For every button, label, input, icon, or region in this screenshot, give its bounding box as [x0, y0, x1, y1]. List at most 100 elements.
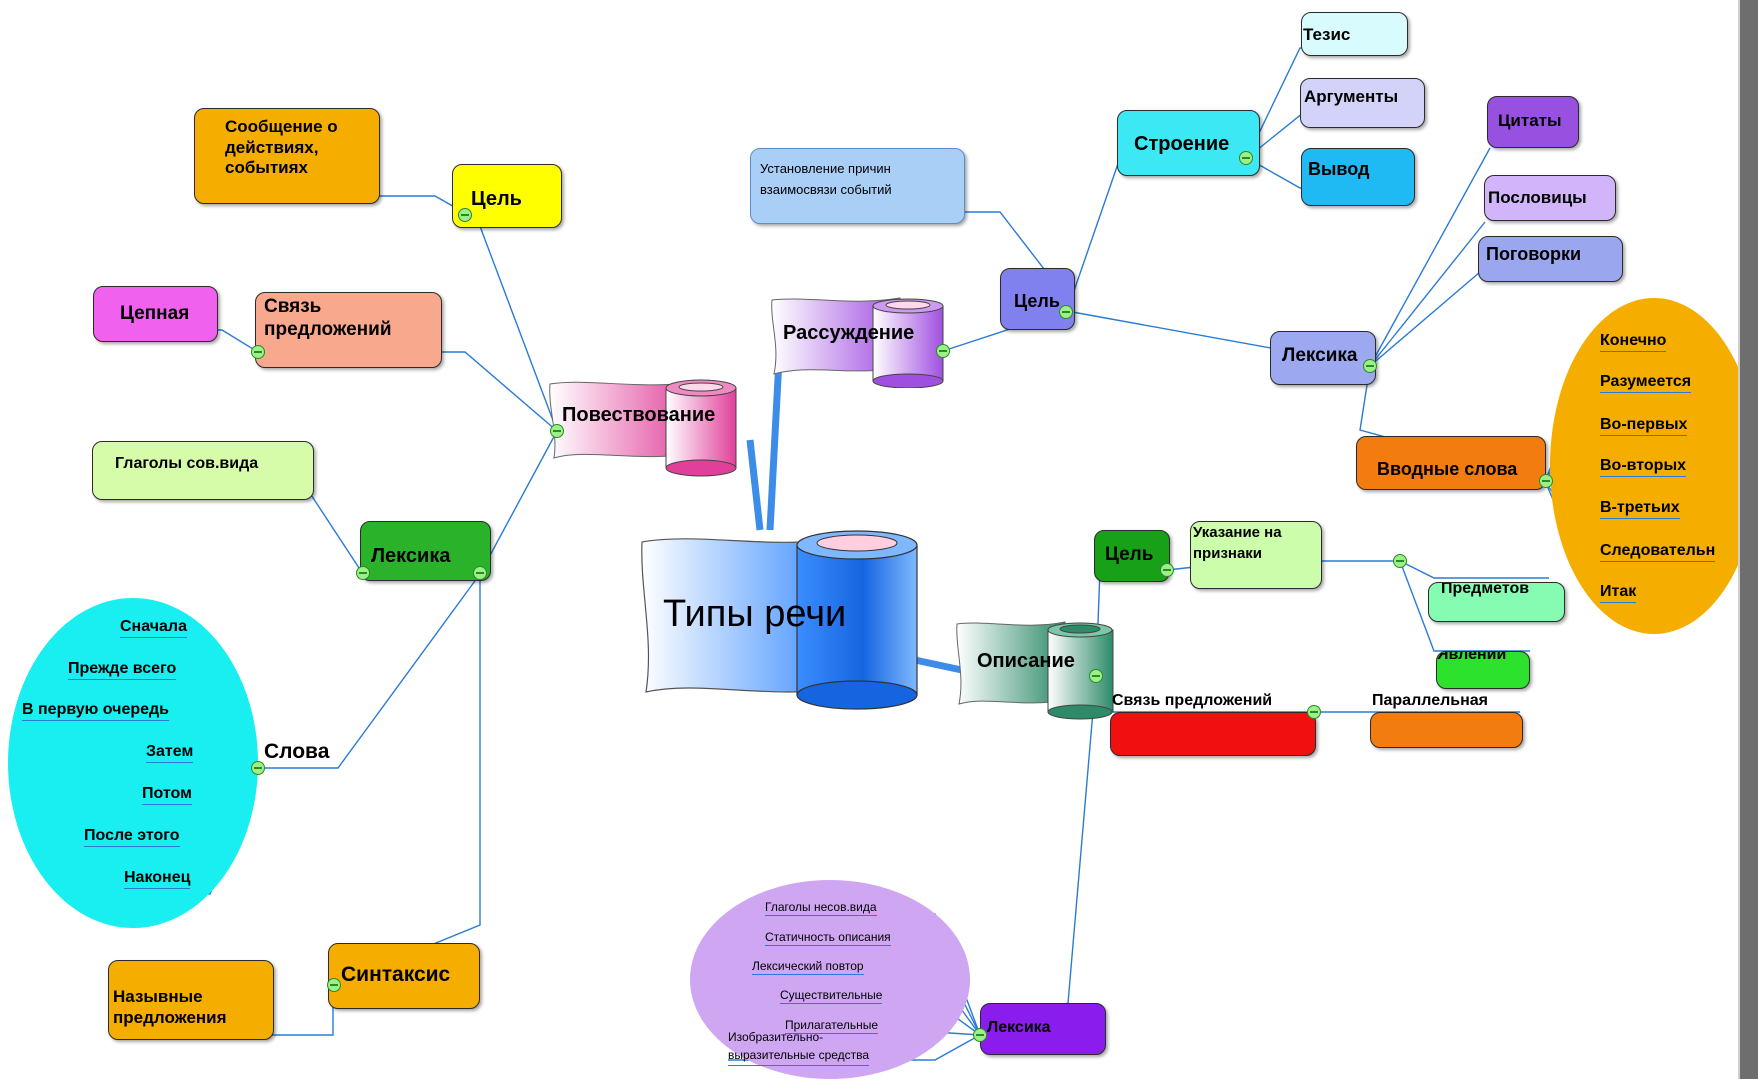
intro-words-label: Вводные слова: [1377, 459, 1518, 479]
phenomena-node[interactable]: Явлений: [1436, 651, 1530, 689]
description-link-label: Связь предложений: [1112, 692, 1273, 709]
nominal-node[interactable]: Назывные предложения: [108, 960, 274, 1040]
intro-word-item[interactable]: Конечно: [1600, 332, 1667, 352]
description-lexis-node[interactable]: Лексика: [980, 1003, 1106, 1055]
narration-lexis-label: Лексика: [371, 545, 451, 567]
syntax-label: Синтаксис: [341, 963, 451, 986]
word-item[interactable]: Наконец: [124, 869, 191, 889]
word-item[interactable]: Потом: [142, 785, 192, 805]
sayings-label: Поговорки: [1486, 244, 1582, 264]
narration-link-node[interactable]: Связь предложений: [255, 292, 442, 368]
parallel-label: Параллельная: [1372, 692, 1488, 709]
desc-lexis-item[interactable]: Статичность описания: [765, 930, 891, 946]
intro-word-item[interactable]: Следовательн: [1600, 542, 1716, 562]
verbs-node[interactable]: Глаголы сов.вида: [92, 441, 314, 500]
collapse-knob-icon[interactable]: [550, 424, 564, 438]
narration-goal-label: Цель: [471, 188, 522, 210]
reasoning-lexis-label: Лексика: [1282, 345, 1358, 366]
narration-label[interactable]: Повествование: [562, 404, 716, 426]
collapse-knob-icon[interactable]: [327, 978, 341, 992]
desc-lexis-item[interactable]: Изобразительно- выразительные средства: [728, 1028, 870, 1066]
collapse-knob-icon[interactable]: [1089, 669, 1103, 683]
word-item[interactable]: В первую очередь: [22, 701, 170, 721]
parallel-node[interactable]: [1370, 712, 1523, 748]
collapse-knob-icon[interactable]: [356, 566, 370, 580]
chain-node[interactable]: Цепная: [93, 286, 218, 342]
word-item[interactable]: Прежде всего: [68, 660, 177, 680]
collapse-knob-icon[interactable]: [1059, 305, 1073, 319]
conclusion-label: Вывод: [1308, 159, 1370, 179]
narration-link-label: Связь предложений: [264, 296, 392, 341]
narration-goal-text-node[interactable]: Сообщение о действиях, событиях: [194, 108, 380, 204]
collapse-knob-icon[interactable]: [973, 1028, 987, 1042]
quotes-label: Цитаты: [1498, 111, 1562, 130]
nominal-label: Назывные предложения: [113, 987, 227, 1027]
structure-node[interactable]: Строение: [1117, 110, 1260, 176]
phenomena-label: Явлений: [1437, 651, 1507, 663]
intro-words-node[interactable]: Вводные слова: [1356, 436, 1546, 490]
collapse-knob-icon[interactable]: [1239, 151, 1253, 165]
collapse-knob-icon[interactable]: [1363, 359, 1377, 373]
description-goal-label: Цель: [1105, 544, 1154, 565]
collapse-knob-icon[interactable]: [1307, 705, 1321, 719]
structure-label: Строение: [1134, 133, 1230, 155]
narration-hub-shape: [549, 379, 737, 477]
desc-lexis-item[interactable]: Лексический повтор: [752, 959, 864, 975]
description-lexis-ellipse: [690, 880, 970, 1079]
reasoning-hub-shape: [771, 297, 944, 388]
collapse-knob-icon[interactable]: [1539, 474, 1553, 488]
reasoning-lexis-node[interactable]: Лексика: [1270, 331, 1376, 385]
desc-lexis-item[interactable]: Прилагательные: [785, 1018, 879, 1034]
objects-node[interactable]: Предметов: [1428, 582, 1565, 622]
words-label[interactable]: Слова: [264, 740, 330, 763]
reasoning-goal-text: Установление причин взаимосвязи событий: [760, 161, 892, 197]
reasoning-goal-node[interactable]: Цель: [1000, 268, 1075, 330]
collapse-knob-icon[interactable]: [1160, 563, 1174, 577]
intro-words-ellipse: [1550, 298, 1758, 634]
intro-word-item[interactable]: Разумеется: [1600, 373, 1692, 393]
arguments-label: Аргументы: [1304, 87, 1399, 106]
description-link-node[interactable]: [1110, 712, 1316, 756]
description-label[interactable]: Описание: [977, 650, 1075, 672]
chain-label: Цепная: [120, 303, 190, 324]
reasoning-label[interactable]: Рассуждение: [783, 322, 915, 344]
central-title: Типы речи: [663, 593, 847, 635]
intro-word-item[interactable]: В-третьих: [1600, 499, 1680, 519]
thesis-node[interactable]: Тезис: [1301, 12, 1408, 56]
verbs-label: Глаголы сов.вида: [115, 455, 259, 472]
collapse-knob-icon[interactable]: [936, 344, 950, 358]
proverbs-label: Пословицы: [1488, 188, 1587, 207]
syntax-node[interactable]: Синтаксис: [328, 943, 480, 1009]
quotes-node[interactable]: Цитаты: [1487, 96, 1579, 148]
reasoning-goal-text-node[interactable]: Установление причин взаимосвязи событий: [750, 148, 965, 224]
intro-word-item[interactable]: Во-первых: [1600, 416, 1688, 436]
collapse-knob-icon[interactable]: [251, 345, 265, 359]
sayings-node[interactable]: Поговорки: [1478, 236, 1623, 282]
word-item[interactable]: Сначала: [120, 618, 187, 638]
intro-word-item[interactable]: Во-вторых: [1600, 457, 1687, 477]
intro-word-item[interactable]: Итак: [1600, 583, 1637, 603]
narration-goal-text: Сообщение о действиях, событиях: [225, 117, 338, 178]
description-goal-text-node[interactable]: Указание на признаки: [1190, 521, 1322, 589]
vertical-scrollbar[interactable]: [1738, 0, 1758, 1079]
reasoning-goal-label: Цель: [1014, 291, 1060, 311]
narration-lexis-node[interactable]: Лексика: [360, 521, 491, 581]
word-item[interactable]: Затем: [146, 743, 194, 763]
description-lexis-label: Лексика: [987, 1019, 1051, 1036]
thesis-label: Тезис: [1303, 25, 1351, 44]
arguments-node[interactable]: Аргументы: [1300, 78, 1425, 128]
collapse-knob-icon[interactable]: [1393, 554, 1407, 568]
collapse-knob-icon[interactable]: [473, 566, 487, 580]
proverbs-node[interactable]: Пословицы: [1484, 175, 1616, 221]
conclusion-node[interactable]: Вывод: [1301, 148, 1415, 206]
collapse-knob-icon[interactable]: [458, 208, 472, 222]
description-goal-node[interactable]: Цель: [1094, 530, 1170, 582]
collapse-knob-icon[interactable]: [251, 761, 265, 775]
word-item[interactable]: После этого: [84, 827, 180, 847]
description-goal-text: Указание на признаки: [1193, 524, 1282, 562]
words-ellipse: [8, 598, 258, 928]
desc-lexis-item[interactable]: Существительные: [780, 988, 883, 1004]
objects-label: Предметов: [1441, 582, 1530, 597]
desc-lexis-item[interactable]: Глаголы несов.вида: [765, 900, 877, 916]
